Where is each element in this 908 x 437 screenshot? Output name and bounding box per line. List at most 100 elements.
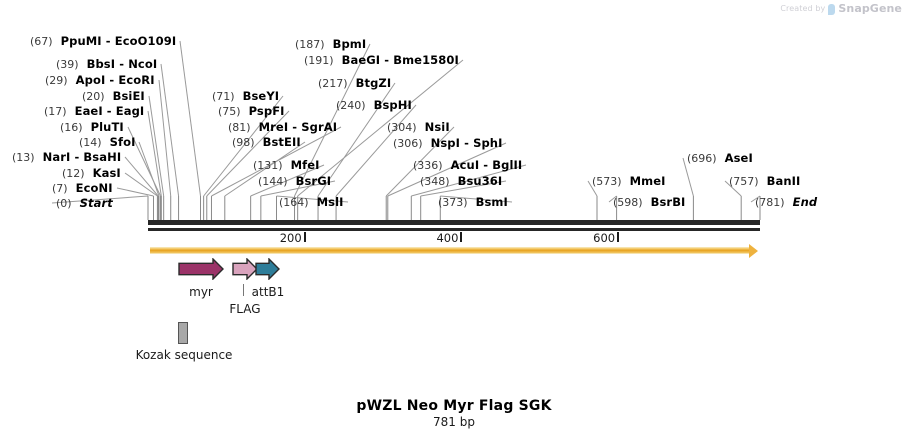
enzyme-site-label[interactable]: (71) BseYI (212, 90, 279, 103)
enzyme-name: BtgZI (355, 76, 392, 90)
sequence-backbone-lower (148, 228, 760, 231)
enzyme-leader-line (51, 195, 149, 204)
ruler-tick (617, 232, 620, 242)
enzyme-name: MfeI (290, 158, 320, 172)
enzyme-name: MslI (316, 195, 344, 209)
enzyme-site-label[interactable]: (348) Bsu36I (420, 175, 502, 188)
enzyme-leader-line (224, 141, 306, 197)
enzyme-leader-line (203, 95, 284, 197)
enzyme-site-label[interactable]: (240) BspHI (336, 99, 412, 112)
enzyme-leader-line (297, 59, 464, 197)
enzyme-site-label[interactable]: (304) NsiI (387, 121, 450, 134)
enzyme-leader-line (682, 157, 694, 197)
enzyme-site-label[interactable]: (20) BsiEI (82, 90, 145, 103)
enzyme-name: BpmI (332, 37, 367, 51)
enzyme-leader-line (608, 195, 617, 203)
enzyme-position: (12) (62, 167, 85, 180)
enzyme-site-label[interactable]: (757) BanII (729, 175, 800, 188)
enzyme-site-label[interactable]: (164) MslI (279, 196, 344, 209)
enzyme-site-label[interactable]: (336) AcuI - BglII (413, 159, 522, 172)
enzyme-site-label[interactable]: (12) KasI (62, 167, 121, 180)
enzyme-position: (164) (279, 196, 309, 209)
enzyme-site-label[interactable]: (573) MmeI (592, 175, 666, 188)
enzyme-position: (373) (438, 196, 468, 209)
enzyme-position: (14) (79, 136, 102, 149)
enzyme-position: (191) (304, 54, 334, 67)
enzyme-site-label[interactable]: (0) Start (56, 197, 113, 210)
feature-arrow-shape (232, 258, 258, 280)
enzyme-site-label[interactable]: (144) BsrGI (258, 175, 331, 188)
enzyme-site-label[interactable]: (16) PluTI (60, 121, 124, 134)
enzyme-name: EcoNI (75, 181, 113, 195)
enzyme-position: (0) (56, 197, 72, 210)
enzyme-position: (573) (592, 175, 622, 188)
enzyme-position: (696) (687, 152, 717, 165)
enzyme-name: MreI - SgrAI (258, 120, 338, 134)
enzyme-name: MmeI (629, 174, 666, 188)
enzyme-site-label[interactable]: (14) SfoI (79, 136, 135, 149)
enzyme-site-label[interactable]: (373) BsmI (438, 196, 508, 209)
enzyme-name: NsiI (424, 120, 450, 134)
ruler-tick-label: 600 (593, 231, 616, 245)
ruler-tick (303, 232, 306, 242)
enzyme-leader-line (148, 95, 165, 197)
kozak-sequence-marker[interactable] (178, 322, 188, 344)
enzyme-leader-line (294, 43, 371, 197)
enzyme-name: EaeI - EagI (74, 104, 145, 118)
orf-arrow-bar[interactable] (150, 247, 750, 254)
enzyme-site-label[interactable]: (67) PpuMI - EcoO109I (30, 35, 176, 48)
enzyme-name: NarI - BsaHI (42, 150, 122, 164)
enzyme-name: BsrBI (650, 195, 686, 209)
enzyme-site-label[interactable]: (191) BaeGI - Bme1580I (304, 54, 459, 67)
feature-label-connector (243, 284, 244, 296)
enzyme-name: SfoI (109, 135, 136, 149)
enzyme-position: (81) (228, 121, 251, 134)
enzyme-position: (98) (232, 136, 255, 149)
enzyme-name: End (792, 195, 818, 209)
enzyme-leader-line (250, 164, 325, 197)
enzyme-position: (240) (336, 99, 366, 112)
enzyme-leader-line (158, 79, 172, 197)
enzyme-position: (144) (258, 175, 288, 188)
enzyme-name: ApoI - EcoRI (75, 73, 155, 87)
enzyme-name: BsiEI (112, 89, 145, 103)
enzyme-name: Bsu36I (457, 174, 503, 188)
enzyme-leader-line (124, 156, 159, 197)
enzyme-site-label[interactable]: (29) ApoI - EcoRI (45, 74, 155, 87)
enzyme-site-label[interactable]: (598) BsrBI (613, 196, 685, 209)
feature-arrow[interactable] (178, 258, 224, 280)
enzyme-position: (757) (729, 175, 759, 188)
feature-label: FLAG (229, 302, 261, 316)
snapgene-logo-icon (828, 4, 836, 15)
feature-arrow-shape (255, 258, 280, 280)
enzyme-name: AcuI - BglII (450, 158, 523, 172)
enzyme-leader-line (411, 164, 527, 197)
enzyme-name: BbsI - NcoI (86, 57, 158, 71)
enzyme-name: PluTI (90, 120, 124, 134)
enzyme-site-label[interactable]: (81) MreI - SgrAI (228, 121, 337, 134)
enzyme-site-label[interactable]: (217) BtgZI (318, 77, 391, 90)
enzyme-site-label[interactable]: (98) BstEII (232, 136, 301, 149)
enzyme-position: (75) (218, 105, 241, 118)
feature-arrow[interactable] (255, 258, 280, 280)
enzyme-position: (7) (52, 182, 68, 195)
enzyme-position: (304) (387, 121, 417, 134)
enzyme-leader-line (179, 40, 201, 197)
enzyme-leader-line (335, 104, 417, 197)
enzyme-site-label[interactable]: (13) NarI - BsaHI (12, 151, 121, 164)
enzyme-site-label[interactable]: (17) EaeI - EagI (44, 105, 144, 118)
enzyme-site-label[interactable]: (187) BpmI (295, 38, 366, 51)
snapgene-watermark: Created by SnapGene (780, 2, 902, 15)
enzyme-site-label[interactable]: (781) End (755, 196, 817, 209)
enzyme-site-label[interactable]: (75) PspFI (218, 105, 285, 118)
enzyme-site-label[interactable]: (39) BbsI - NcoI (56, 58, 157, 71)
enzyme-site-label[interactable]: (7) EcoNI (52, 182, 113, 195)
enzyme-leader-line (387, 142, 507, 197)
enzyme-site-label[interactable]: (306) NspI - SphI (393, 137, 502, 150)
enzyme-site-label[interactable]: (696) AseI (687, 152, 753, 165)
enzyme-position: (306) (393, 137, 423, 150)
enzyme-site-label[interactable]: (131) MfeI (253, 159, 320, 172)
feature-arrow[interactable] (232, 258, 258, 280)
enzyme-leader-line (587, 180, 598, 197)
